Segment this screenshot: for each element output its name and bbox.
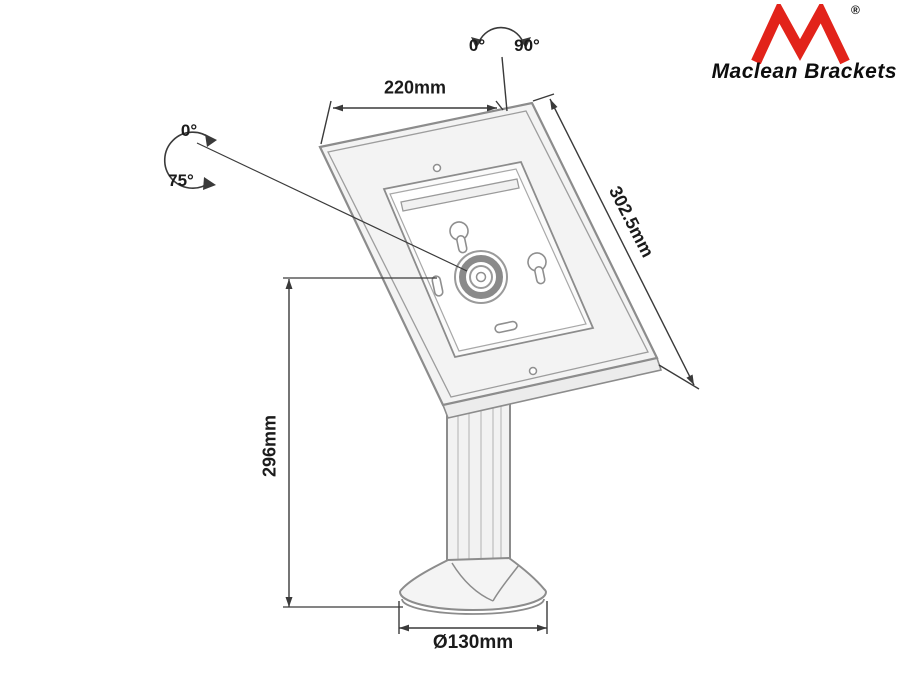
keyhole-slot-right: [527, 252, 547, 285]
rotation-max-label: 90°: [514, 36, 540, 55]
dim-label-base-diameter: Ø130mm: [432, 632, 514, 653]
tilt-min-label: 0°: [180, 121, 198, 140]
rotation-min-label: 0°: [468, 36, 486, 55]
tilt-max-label: 75°: [168, 171, 194, 190]
rotation-arrow-icon: [471, 26, 531, 48]
pole-column: [446, 397, 511, 563]
tablet-enclosure-drawing: [318, 101, 663, 419]
base-fold-line: [451, 562, 520, 602]
bottom-oval-slot: [494, 320, 518, 334]
dimension-220mm: [320, 100, 504, 145]
maclean-m-icon: [751, 4, 850, 65]
keyhole-slot-left: [449, 221, 469, 254]
tilt-reference-line: [196, 142, 468, 272]
screw-hole-top: [432, 163, 442, 173]
top-slot: [400, 178, 520, 212]
rotation-axis-line: [501, 56, 508, 112]
screw-hole-bottom: [528, 366, 538, 376]
round-base: [398, 556, 548, 615]
dim-label-top-width: 220mm: [383, 77, 447, 98]
enclosure-bevel-line: [327, 110, 649, 398]
maclean-m-stroke: [751, 4, 850, 65]
dimension-302mm: [532, 93, 700, 390]
registered-mark: ®: [851, 3, 860, 17]
dimension-296mm: [283, 277, 437, 608]
side-oval-slot: [431, 275, 444, 297]
brand-name: Maclean Brackets: [711, 60, 897, 83]
tilt-arrow-icon: [163, 131, 217, 190]
base-rim: [401, 598, 545, 615]
dimension-130mm: [398, 601, 548, 634]
lock-knob: [454, 250, 508, 304]
dim-label-pole-height: 296mm: [259, 414, 280, 478]
